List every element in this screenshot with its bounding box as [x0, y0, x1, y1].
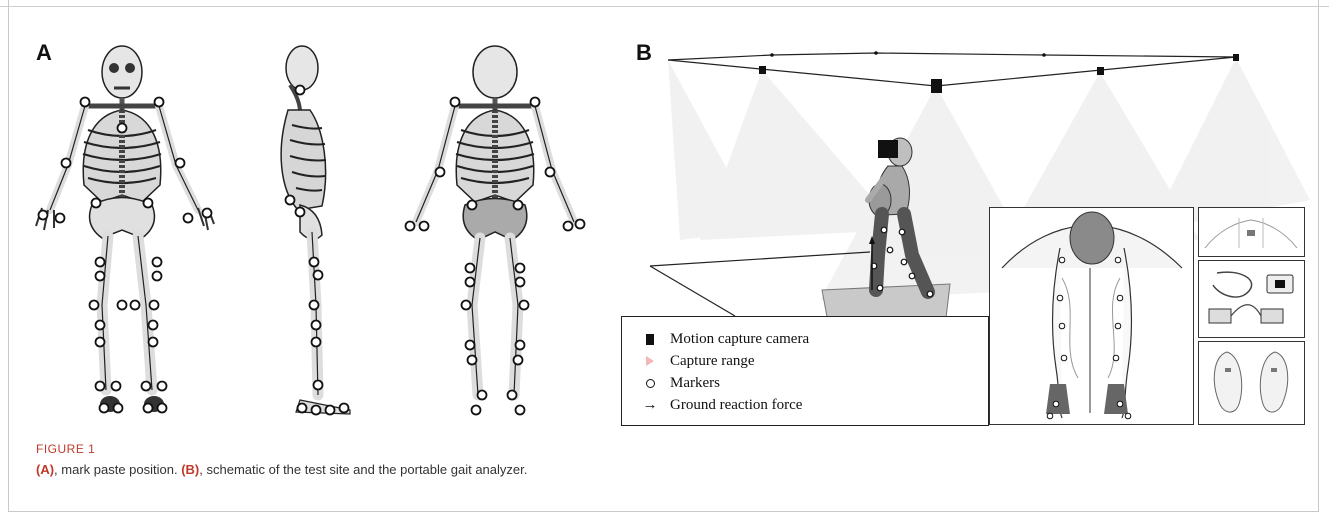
- insole-sensor-inset: [1198, 341, 1305, 425]
- figure-number: FIGURE 1: [36, 442, 1296, 456]
- motion-capture-camera-icon: [759, 51, 1239, 93]
- portable-gait-analyzer-icon: [1199, 261, 1303, 336]
- insole-sensor-icon: [1199, 342, 1303, 423]
- legend-item-force: → Ground reaction force: [642, 394, 988, 416]
- caption-text: (A), mark paste position. (B), schematic…: [36, 462, 1296, 477]
- caption-a-text: , mark paste position.: [54, 462, 181, 477]
- chest-sensor-inset: [1198, 207, 1305, 257]
- capture-range-icon: [646, 356, 654, 366]
- arrow-right-icon: →: [643, 398, 658, 413]
- legend-force-label: Ground reaction force: [670, 397, 802, 414]
- gait-analyzer-device-inset: [1198, 260, 1305, 338]
- caption-b-ref: (B): [181, 462, 199, 477]
- legend-markers-label: Markers: [670, 375, 720, 392]
- subject-body-icon: [990, 208, 1192, 422]
- legend-item-range: Capture range: [642, 350, 988, 372]
- caption-a-ref: (A): [36, 462, 54, 477]
- figure-caption: FIGURE 1 (A), mark paste position. (B), …: [36, 442, 1296, 477]
- caption-b-text: , schematic of the test site and the por…: [199, 462, 527, 477]
- legend-item-markers: Markers: [642, 372, 988, 394]
- legend-range-label: Capture range: [670, 353, 755, 370]
- legend-camera-label: Motion capture camera: [670, 331, 809, 348]
- legend-box: Motion capture camera Capture range Mark…: [621, 316, 989, 426]
- chest-sensor-icon: [1199, 208, 1303, 255]
- camera-symbol-icon: [646, 334, 654, 345]
- subject-sensor-inset: [989, 207, 1194, 425]
- marker-circle-icon: [646, 379, 655, 388]
- legend-item-camera: Motion capture camera: [642, 328, 988, 350]
